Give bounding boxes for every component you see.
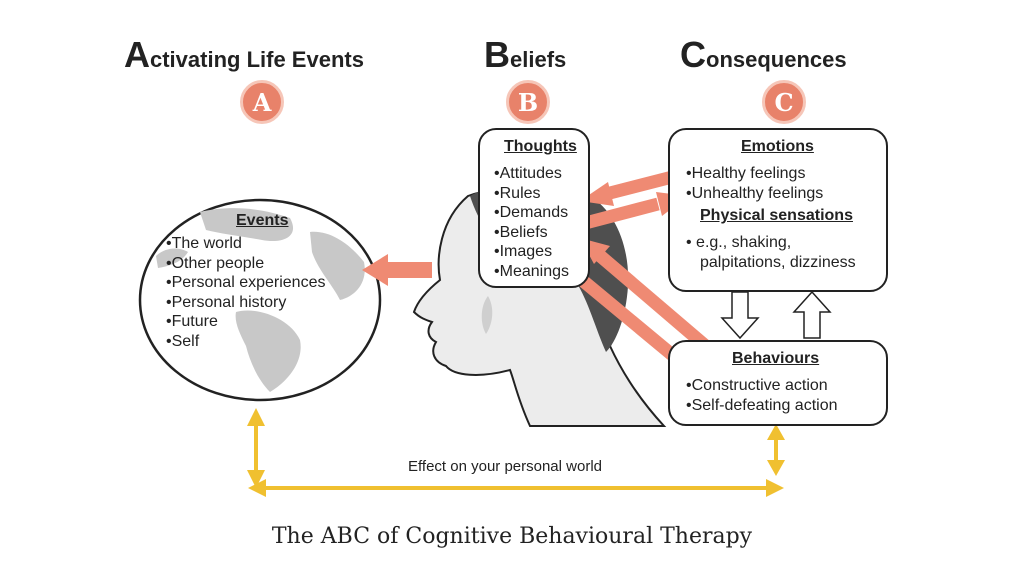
list-item: Images — [494, 242, 588, 262]
list-item: Attitudes — [494, 164, 588, 184]
events-list: Events The world Other people Personal e… — [166, 212, 366, 351]
diagram-caption: The ABC of Cognitive Behavioural Therapy — [271, 524, 753, 549]
badge-c: C — [762, 80, 806, 124]
physical-sensations-heading: Physical sensations — [700, 207, 853, 224]
badge-a: A — [240, 80, 284, 124]
list-item: Personal experiences — [166, 273, 366, 293]
arrow-head-to-events — [362, 254, 432, 286]
list-item: Self-defeating action — [686, 396, 886, 416]
list-item: Unhealthy feelings — [686, 184, 886, 204]
list-item: Personal history — [166, 293, 366, 313]
list-item: Other people — [166, 254, 366, 274]
physical-line: palpitations, dizziness — [700, 253, 856, 271]
physical-line: • e.g., shaking, — [686, 234, 792, 251]
behaviours-heading: Behaviours — [732, 350, 820, 367]
consequences-title: Consequences — [680, 34, 847, 75]
list-item: Self — [166, 332, 366, 352]
emotions-heading: Emotions — [741, 138, 814, 155]
thoughts-heading: Thoughts — [504, 138, 577, 155]
physical-sensations-text: • e.g., shaking, palpitations, dizziness — [686, 233, 886, 272]
effect-arrows — [247, 408, 785, 497]
activating-events-title: Activating Life Events — [124, 34, 364, 75]
arrow-emotions-to-behaviours — [720, 291, 760, 340]
emotions-box: Emotions Healthy feelings Unhealthy feel… — [668, 128, 888, 292]
list-item: Rules — [494, 184, 588, 204]
badge-b: B — [506, 80, 550, 124]
list-item: Beliefs — [494, 223, 588, 243]
effect-label: Effect on your personal world — [408, 458, 602, 475]
behaviours-box: Behaviours Constructive action Self-defe… — [668, 340, 888, 426]
beliefs-title: Beliefs — [484, 34, 567, 75]
arrow-behaviours-to-emotions — [792, 290, 832, 339]
events-heading: Events — [236, 212, 289, 229]
list-item: Future — [166, 312, 366, 332]
list-item: Meanings — [494, 262, 588, 282]
list-item: The world — [166, 234, 366, 254]
thoughts-box: Thoughts Attitudes Rules Demands Beliefs… — [478, 128, 590, 288]
list-item: Healthy feelings — [686, 164, 886, 184]
list-item: Demands — [494, 203, 588, 223]
list-item: Constructive action — [686, 376, 886, 396]
